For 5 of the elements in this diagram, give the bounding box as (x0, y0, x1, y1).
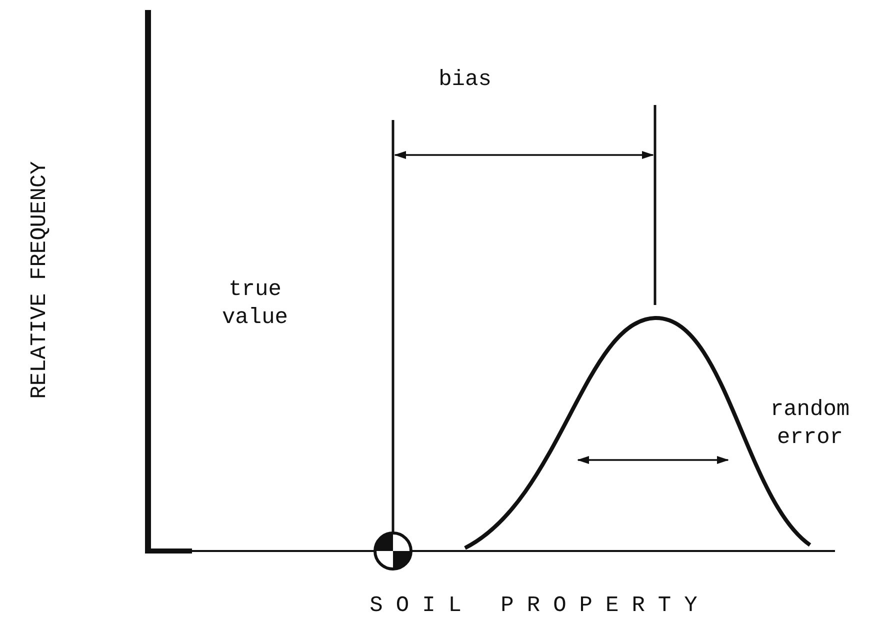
annotation-label: true value (220, 276, 289, 332)
annotation-label: bias (438, 66, 492, 94)
annotation-label: random error (769, 396, 851, 452)
axis-title: RELATIVE FREQUENCY (26, 160, 53, 401)
axis-title: SOIL PROPERTY (368, 592, 712, 620)
